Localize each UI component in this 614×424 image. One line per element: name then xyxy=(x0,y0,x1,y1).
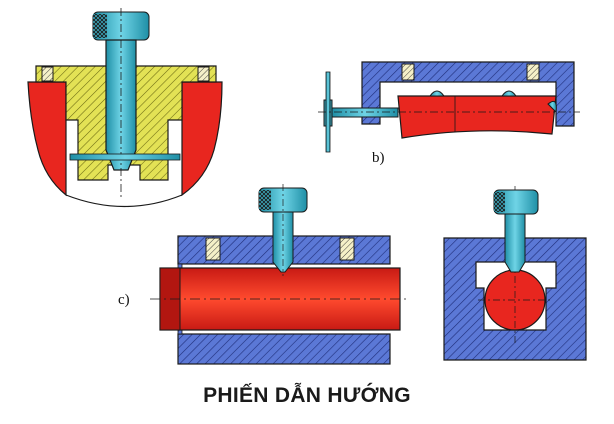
workpiece-red-b xyxy=(397,95,557,139)
diagram-b: b) xyxy=(318,61,580,166)
workpiece-red xyxy=(27,81,67,197)
diagram-c: c) xyxy=(118,184,410,365)
frame-blue-d xyxy=(443,237,587,361)
frame-blue-bottom-c xyxy=(177,333,391,365)
diagram-a xyxy=(27,8,223,208)
label-b: b) xyxy=(372,150,385,166)
label-c: c) xyxy=(118,292,130,308)
page-title: PHIẾN DẪN HƯỚNG xyxy=(203,384,411,407)
frame-blue-b xyxy=(361,61,575,127)
diagram-d xyxy=(443,186,587,361)
